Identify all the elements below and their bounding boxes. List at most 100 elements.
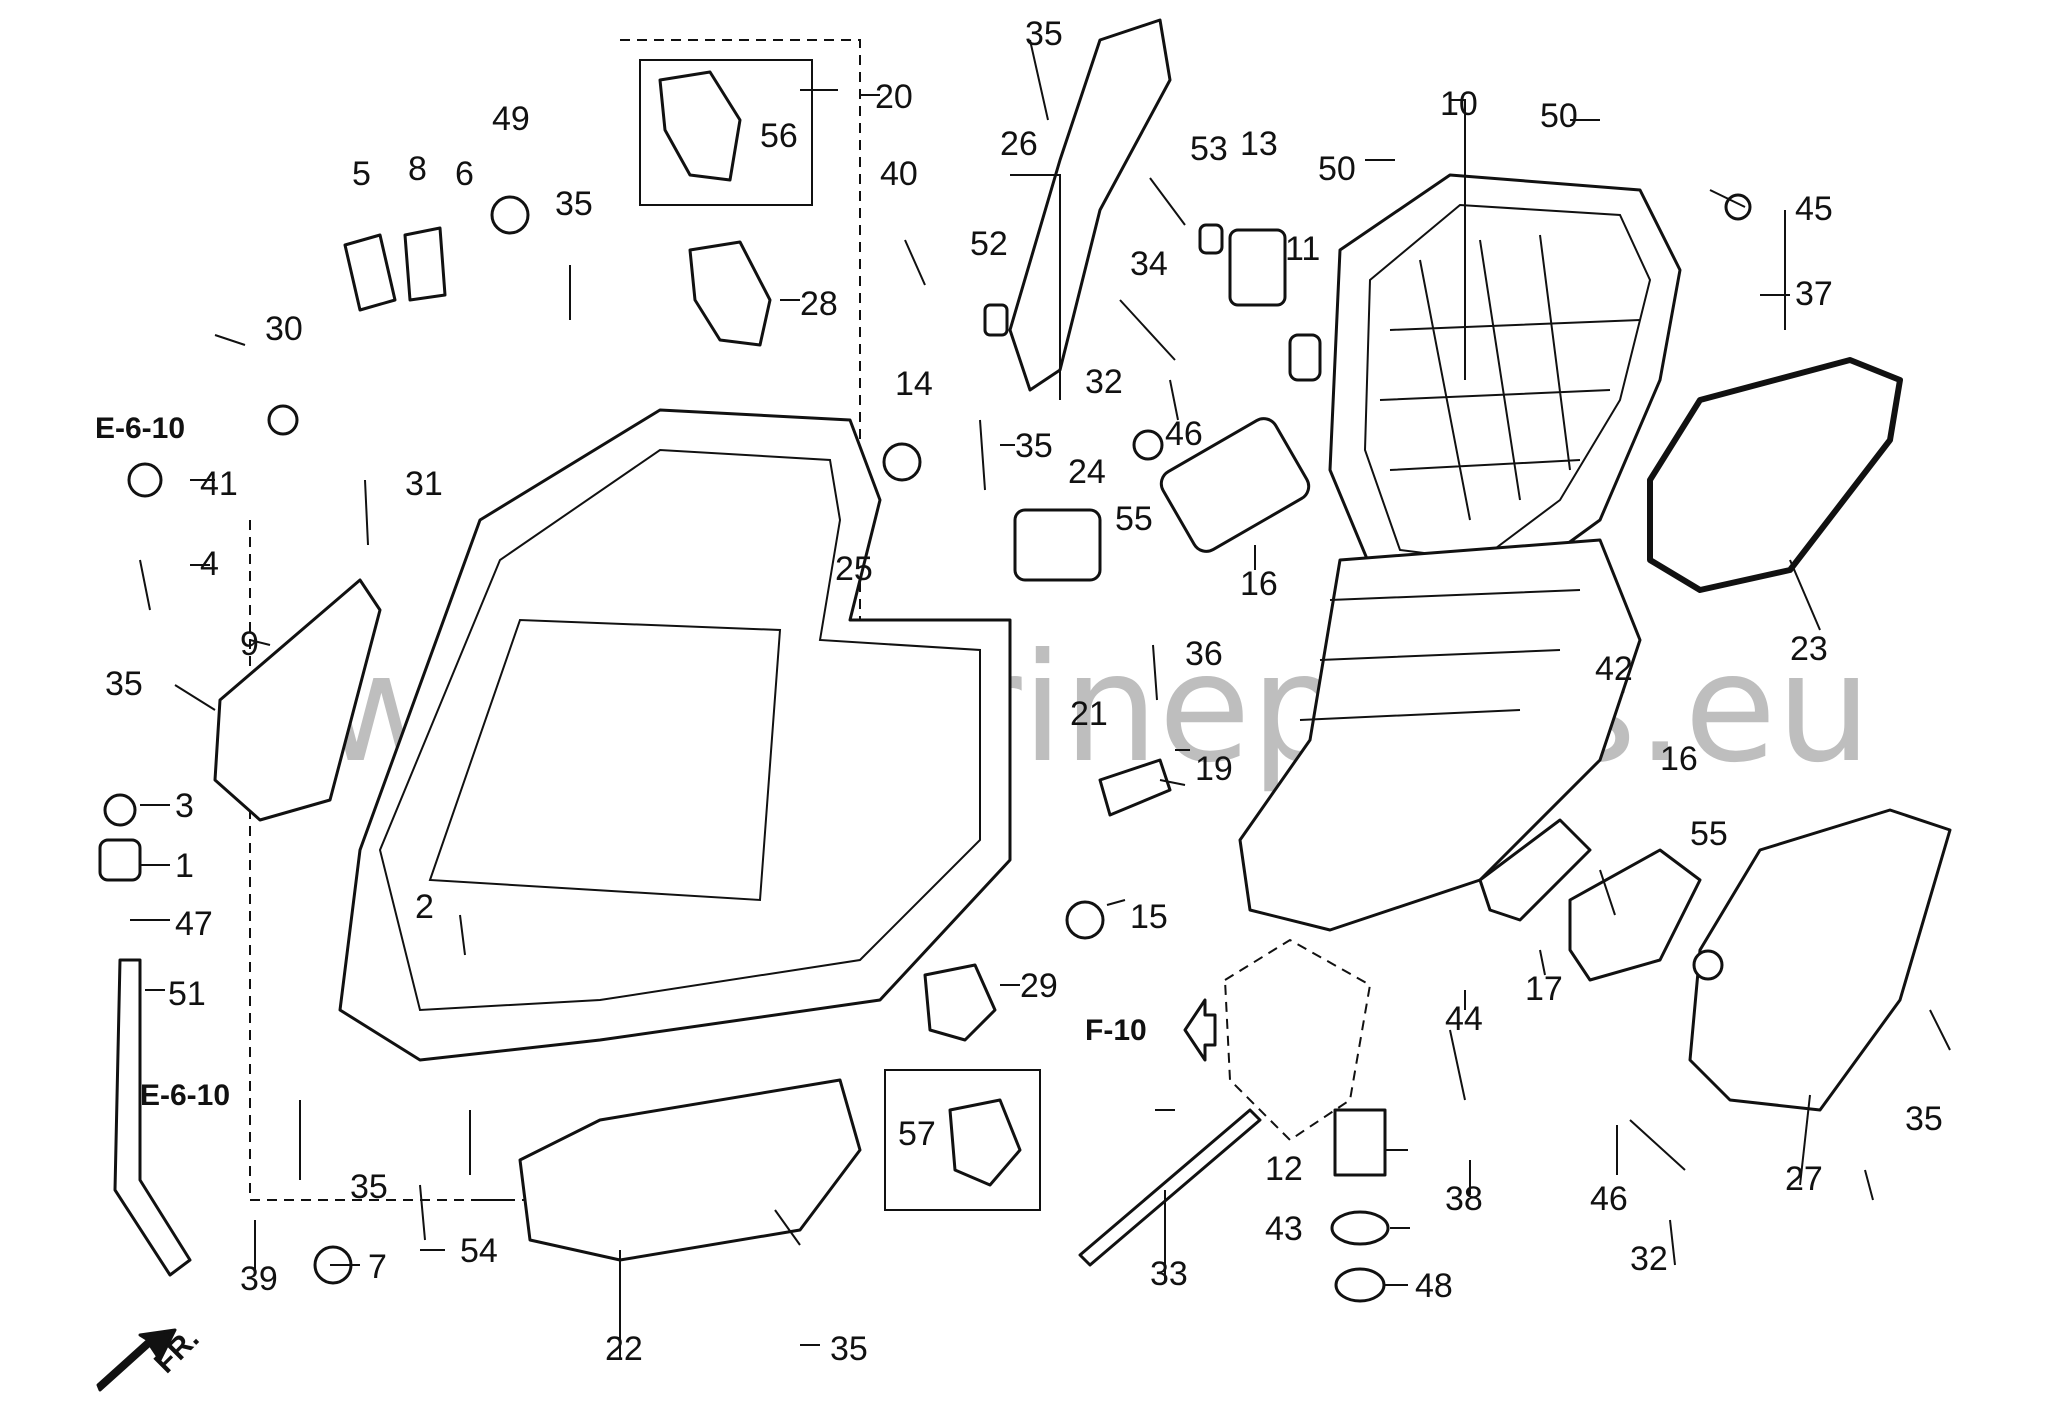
label-19: 19 [1195, 750, 1233, 788]
label-15: 15 [1130, 898, 1168, 936]
label-34: 34 [1130, 245, 1168, 283]
label-50a: 50 [1540, 97, 1578, 135]
label-47: 47 [175, 905, 213, 943]
undercover-main [338, 408, 1012, 1062]
part-numbers: 1 2 3 4 5 6 7 8 9 10 11 12 13 14 15 16 1… [105, 15, 1943, 1368]
label-53: 53 [1190, 130, 1228, 168]
label-46b: 46 [1590, 1180, 1628, 1218]
label-44: 44 [1445, 1000, 1483, 1038]
gasket-23 [1647, 357, 1903, 593]
seal-29 [923, 963, 997, 1042]
label-48: 48 [1415, 1267, 1453, 1305]
oil-pan-10 [1328, 173, 1682, 602]
grommet-15 [1065, 900, 1105, 940]
part-11 [1288, 333, 1322, 382]
skirt-22 [518, 1078, 862, 1262]
washer-43 [1330, 1210, 1390, 1246]
drive-housing [1238, 538, 1642, 932]
label-17: 17 [1525, 970, 1563, 1008]
label-6: 6 [455, 155, 474, 193]
label-43: 43 [1265, 1210, 1303, 1248]
label-35e: 35 [350, 1168, 388, 1206]
label-14: 14 [895, 365, 933, 403]
grommet-41 [127, 462, 163, 498]
label-46a: 46 [1165, 415, 1203, 453]
plate-16a [1159, 417, 1311, 553]
label-3: 3 [175, 787, 194, 825]
box-f10-bracket [1223, 938, 1372, 1142]
hose-51 [113, 958, 192, 1277]
label-32a: 32 [1085, 363, 1123, 401]
label-10: 10 [1440, 85, 1478, 123]
label-1: 1 [175, 847, 194, 885]
grommet-14 [882, 442, 922, 482]
label-35f: 35 [830, 1330, 868, 1368]
part-19 [1098, 758, 1172, 817]
grommet-30 [267, 404, 299, 436]
label-23: 23 [1790, 630, 1828, 668]
box-57 [884, 1069, 1041, 1211]
part-12 [1333, 1108, 1387, 1177]
label-40: 40 [880, 155, 918, 193]
part-52 [983, 303, 1009, 337]
bolt-33 [1078, 1108, 1262, 1267]
label-8: 8 [408, 150, 427, 188]
label-35d: 35 [105, 665, 143, 703]
grommet-57 [948, 1098, 1022, 1187]
label-39: 39 [240, 1260, 278, 1298]
label-56: 56 [760, 117, 798, 155]
front-direction-label: FR. [148, 1322, 206, 1380]
ref-e610-top[interactable]: E-6-10 [95, 412, 185, 445]
group-box-9 [249, 520, 560, 1201]
label-7: 7 [368, 1248, 387, 1286]
grommet-1 [98, 838, 142, 882]
label-26: 26 [1000, 125, 1038, 163]
ref-e610-bottom[interactable]: E-6-10 [140, 1079, 230, 1112]
side-cover-27 [1688, 808, 1952, 1112]
part-5 [343, 233, 397, 312]
label-35a: 35 [1025, 15, 1063, 53]
label-42: 42 [1595, 650, 1633, 688]
grommet-55b [1692, 949, 1724, 981]
box-56 [639, 59, 813, 206]
ref-f10[interactable]: F-10 [1085, 1014, 1147, 1047]
label-24: 24 [1068, 453, 1106, 491]
grommet-49 [490, 195, 530, 235]
label-55b: 55 [1690, 815, 1728, 853]
label-45: 45 [1795, 190, 1833, 228]
label-12: 12 [1265, 1150, 1303, 1188]
cover-24 [1013, 508, 1102, 582]
label-32b: 32 [1630, 1240, 1668, 1278]
label-20: 20 [875, 78, 913, 116]
bracket-13 [1228, 228, 1287, 307]
label-35c: 35 [1015, 427, 1053, 465]
bracket-26 [1008, 18, 1172, 392]
label-31: 31 [405, 465, 443, 503]
grommet-55a [1132, 429, 1164, 461]
label-2: 2 [415, 888, 434, 926]
label-4: 4 [200, 545, 219, 583]
label-16a: 16 [1240, 565, 1278, 603]
label-28: 28 [800, 285, 838, 323]
seal-28 [688, 240, 772, 347]
grommet-3 [103, 793, 137, 827]
label-38: 38 [1445, 1180, 1483, 1218]
f10-arrow-icon [1183, 998, 1217, 1062]
label-5: 5 [352, 155, 371, 193]
leader-lines [130, 89, 1821, 1360]
label-13: 13 [1240, 125, 1278, 163]
part-17 [1478, 818, 1592, 922]
group-box-20 [620, 39, 861, 1000]
label-25: 25 [835, 550, 873, 588]
label-9: 9 [240, 625, 259, 663]
label-52: 52 [970, 225, 1008, 263]
nut-48 [1334, 1267, 1386, 1303]
label-37: 37 [1795, 275, 1833, 313]
label-33: 33 [1150, 1255, 1188, 1293]
front-arrow-icon [96, 1328, 177, 1392]
housing-16b [1568, 848, 1702, 982]
label-21: 21 [1070, 695, 1108, 733]
label-27: 27 [1785, 1160, 1823, 1198]
label-57: 57 [898, 1115, 936, 1153]
